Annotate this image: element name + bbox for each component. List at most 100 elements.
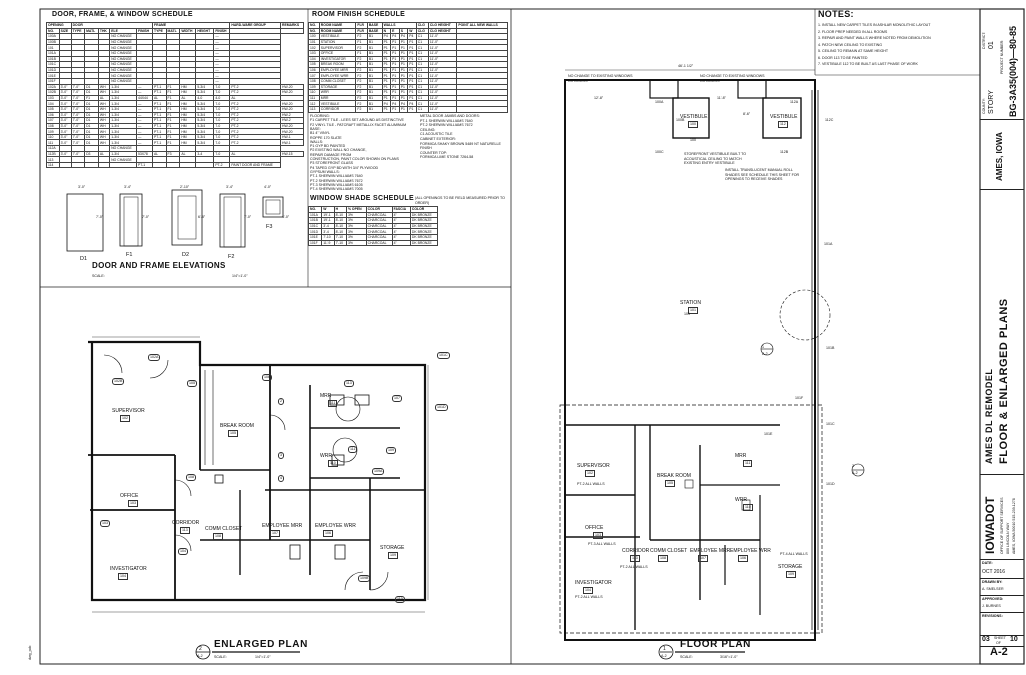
room-finish-cell: P4 — [390, 100, 400, 107]
room-finish-cell: B1 — [366, 100, 383, 107]
door-schedule-cell — [70, 61, 86, 68]
enlarged-room-name: EMPLOYEE MRR — [262, 523, 303, 529]
door-schedule-header-cell: FRAME — [152, 22, 231, 29]
note-item: 3. REPAIR AND PAINT WALLS WHERE NOTED FR… — [818, 36, 931, 40]
project-number: BG-3A35(004)—80-85 — [1008, 25, 1018, 117]
room-finish-cell — [456, 94, 508, 102]
elevation-height: 4'-0" — [282, 215, 290, 219]
enlarged-room-number: 111 — [328, 400, 338, 407]
enlarged-door-tag: 109 — [386, 447, 396, 454]
finish-note-right: PT-1 SHERWIN WILLIAMS 7640 — [420, 118, 473, 123]
finish-note-right: METAL DOOR JAMBS AND DOORS: — [420, 114, 480, 118]
door-schedule-cell — [195, 161, 215, 169]
door-schedule-cell: PT-1 — [135, 161, 154, 169]
floor-paint-note: PT-2 ALL WALLS — [620, 565, 648, 569]
room-finish-cell: F2 — [355, 105, 368, 113]
elevations-title: DOOR AND FRAME ELEVATIONS — [92, 261, 226, 270]
door-schedule-cell — [70, 161, 86, 169]
room-finish-cell: P1 — [381, 83, 392, 91]
title-block-city: AMES, IOWA — [980, 119, 1024, 190]
sheet-of: OF — [996, 641, 1001, 645]
door-schedule-header-cell — [280, 27, 304, 35]
finish-note-left: P3 STOREFRONT GLASS — [310, 161, 354, 166]
room-finish-cell: P1 — [381, 61, 392, 68]
door-schedule-cell: HM — [179, 89, 197, 96]
room-finish-cell: P1 — [390, 94, 400, 102]
room-finish-cell: P1 — [398, 66, 409, 74]
door-schedule-cell: 7'-0" — [70, 89, 86, 96]
door-schedule-cell — [97, 77, 111, 85]
enlarged-door-tag: 107 — [392, 395, 402, 402]
enlarged-room-name: SUPERVISOR — [112, 408, 145, 414]
enlarged-room-name: WRR — [320, 453, 332, 459]
room-finish-cell: P1 — [398, 83, 409, 91]
org-logo-text: IOWADOT — [983, 496, 997, 554]
door-schedule-cell — [280, 94, 304, 102]
enlarged-room-number: 103 — [128, 500, 138, 507]
floor-callout: NO CHANGE TO EXISTING WINDOWS OR DOORS — [568, 74, 633, 83]
enlarged-door-tag: 111 — [348, 446, 358, 453]
elevation-label: D2 — [182, 252, 190, 258]
enlarged-door-tag: 3 — [278, 452, 284, 459]
title-block-approved: APPROVED: J. BURNES — [980, 595, 1024, 613]
enlarged-room-number: 102 — [120, 415, 130, 422]
door-schedule-cell: HW-2 — [280, 117, 304, 124]
room-finish-cell: B1 — [366, 105, 383, 113]
door-schedule-cell: HM — [179, 83, 197, 91]
finish-note-right: CEILING: — [420, 127, 436, 132]
door-schedule-cell: HM — [179, 111, 197, 119]
door-schedule-cell: — — [213, 77, 231, 85]
enlarged-door-tag: 102A — [148, 354, 161, 361]
project-number-label: PROJECT NUMBER: — [1000, 39, 1004, 74]
door-schedule-cell — [229, 61, 281, 68]
finish-note-right: PT-2 SHERWIN WILLIAMS 7672 — [420, 123, 473, 128]
title-block-date: DATE: OCT 2016 — [980, 559, 1024, 579]
room-finish-cell — [456, 77, 508, 85]
finish-note-left: CONSTRUCTION, PAINT COLOR SHOWN ON PLANS — [310, 157, 399, 161]
org-line-1: OFFICE OF SUPPORT SERVICES — [1000, 497, 1004, 554]
floor-room-number: 111 — [743, 460, 753, 467]
enlarged-door-tag: 113 — [344, 380, 354, 387]
door-schedule-cell — [84, 161, 99, 169]
sheet-id: A-2 — [990, 646, 1008, 658]
enlarged-door-tag: 109B — [358, 575, 371, 582]
floor-room-name: EMPLOYEE MRR — [690, 548, 731, 554]
floor-callout: INSTALL TRANSLUCENT MANUAL ROLL SHADES S… — [725, 168, 800, 181]
finish-note-left: BASE: — [310, 126, 321, 131]
room-finish-cell: P1 — [407, 105, 417, 113]
notes-title: NOTES: — [818, 9, 854, 19]
note-item: 4. PATCH NEW CEILING TO EXISTING — [818, 42, 883, 47]
elevation-width: 2'-10" — [180, 185, 190, 189]
door-schedule-cell: PT-1 — [152, 83, 167, 91]
floor-room-name: INVESTIGATOR — [575, 580, 612, 586]
door-schedule-cell: PT-2 — [213, 161, 231, 169]
room-finish-cell: P1 — [390, 66, 400, 74]
door-schedule-cell — [70, 72, 86, 79]
date-value: OCT 2016 — [982, 569, 1005, 575]
floor-door-tag: 100 — [690, 138, 696, 142]
elevation-height: 6'-8" — [198, 215, 206, 219]
room-finish-header-cell: CLG — [415, 22, 429, 29]
floor-room-name: OFFICE — [585, 525, 604, 531]
room-finish-cell: P1 — [381, 66, 392, 74]
district-label: DISTRICT: — [982, 31, 986, 49]
floor-room-name: STORAGE — [778, 564, 803, 570]
finish-note-left: PT-2 SHERWIN WILLIAMS 7672 — [310, 178, 363, 183]
room-finish-cell: P4 — [398, 100, 409, 107]
window-shade-cell: 11'-9 — [321, 239, 335, 247]
room-finish-cell — [456, 66, 508, 74]
door-schedule-cell: 7-0 — [213, 117, 231, 124]
floor-callout: STOREFRONT VESTIBULE BUILT TO ACOUSTICAL… — [684, 152, 747, 165]
enlarged-plan-title: ENLARGED PLAN — [214, 639, 308, 650]
door-schedule-cell: 114 — [46, 161, 60, 169]
room-finish-title: ROOM FINISH SCHEDULE — [312, 11, 406, 18]
